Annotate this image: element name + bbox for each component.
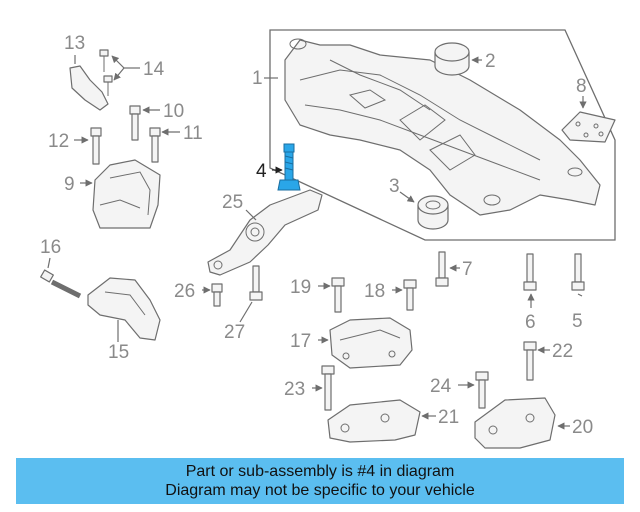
info-banner: Part or sub-assembly is #4 in diagram Di… [16,458,624,504]
part-21-bracket [327,399,421,443]
callout-24: 24 [430,376,452,397]
callout-25: 25 [222,192,243,213]
callout-17: 17 [290,331,311,352]
callout-12: 12 [48,131,69,152]
subframe-outline [269,29,616,241]
callout-15: 15 [108,342,129,363]
callout-18: 18 [364,281,385,302]
part-23-bolt [321,365,335,411]
part-5-bolt [571,253,585,291]
subframe-group [269,29,616,241]
part-7-bolt [435,251,449,287]
part-12-bolt [90,127,102,165]
callout-27: 27 [224,322,245,343]
callout-6: 6 [525,312,536,333]
callout-22: 22 [552,341,573,362]
part-15-bracket [87,277,161,341]
part-10-bolt [129,105,141,141]
banner-line-2: Diagram may not be specific to your vehi… [165,482,475,499]
callout-5: 5 [572,311,583,332]
part-4-bolt-highlighted [277,143,301,191]
part-2-bushing [434,42,470,76]
part-17-mount [329,317,413,369]
banner-line-1: Part or sub-assembly is #4 in diagram [185,463,455,480]
part-3-bushing [417,195,449,230]
part-9-mount [92,159,161,229]
callout-2: 2 [485,51,496,72]
part-19-bolt [331,277,345,313]
callout-20: 20 [572,417,593,438]
part-18-bolt [403,279,417,311]
subframe-crossmember [284,39,601,216]
part-11-bolt [149,127,161,163]
callout-10: 10 [163,101,184,122]
part-27-bolt [249,265,263,301]
leader-lines [47,55,587,430]
part-16-bolt [40,269,82,299]
callout-1: 1 [252,68,263,89]
part-20-bracket [474,397,556,449]
callout-26: 26 [174,281,195,302]
callout-19: 19 [290,277,311,298]
callout-7: 7 [462,259,473,280]
callout-13: 13 [64,33,85,54]
callout-14: 14 [143,59,165,80]
part-6-bolt [523,253,537,291]
part-24-bolt [475,371,489,409]
part-25-torque-arm [207,189,323,276]
callout-21: 21 [438,407,459,428]
part-14-bolts [99,49,113,96]
callout-4: 4 [256,161,267,182]
callout-16: 16 [40,237,61,258]
callout-3: 3 [389,176,400,197]
part-22-bolt [523,341,537,381]
callout-11: 11 [183,123,203,144]
callout-8: 8 [576,76,587,97]
part-8-plate [561,111,616,143]
part-13-bracket [69,65,109,111]
callout-23: 23 [284,379,305,400]
part-26-bolt [211,283,223,307]
callout-9: 9 [64,174,75,195]
callout-labels: 1 2 3 4 5 6 7 8 9 10 11 12 13 14 15 16 1… [40,33,593,438]
